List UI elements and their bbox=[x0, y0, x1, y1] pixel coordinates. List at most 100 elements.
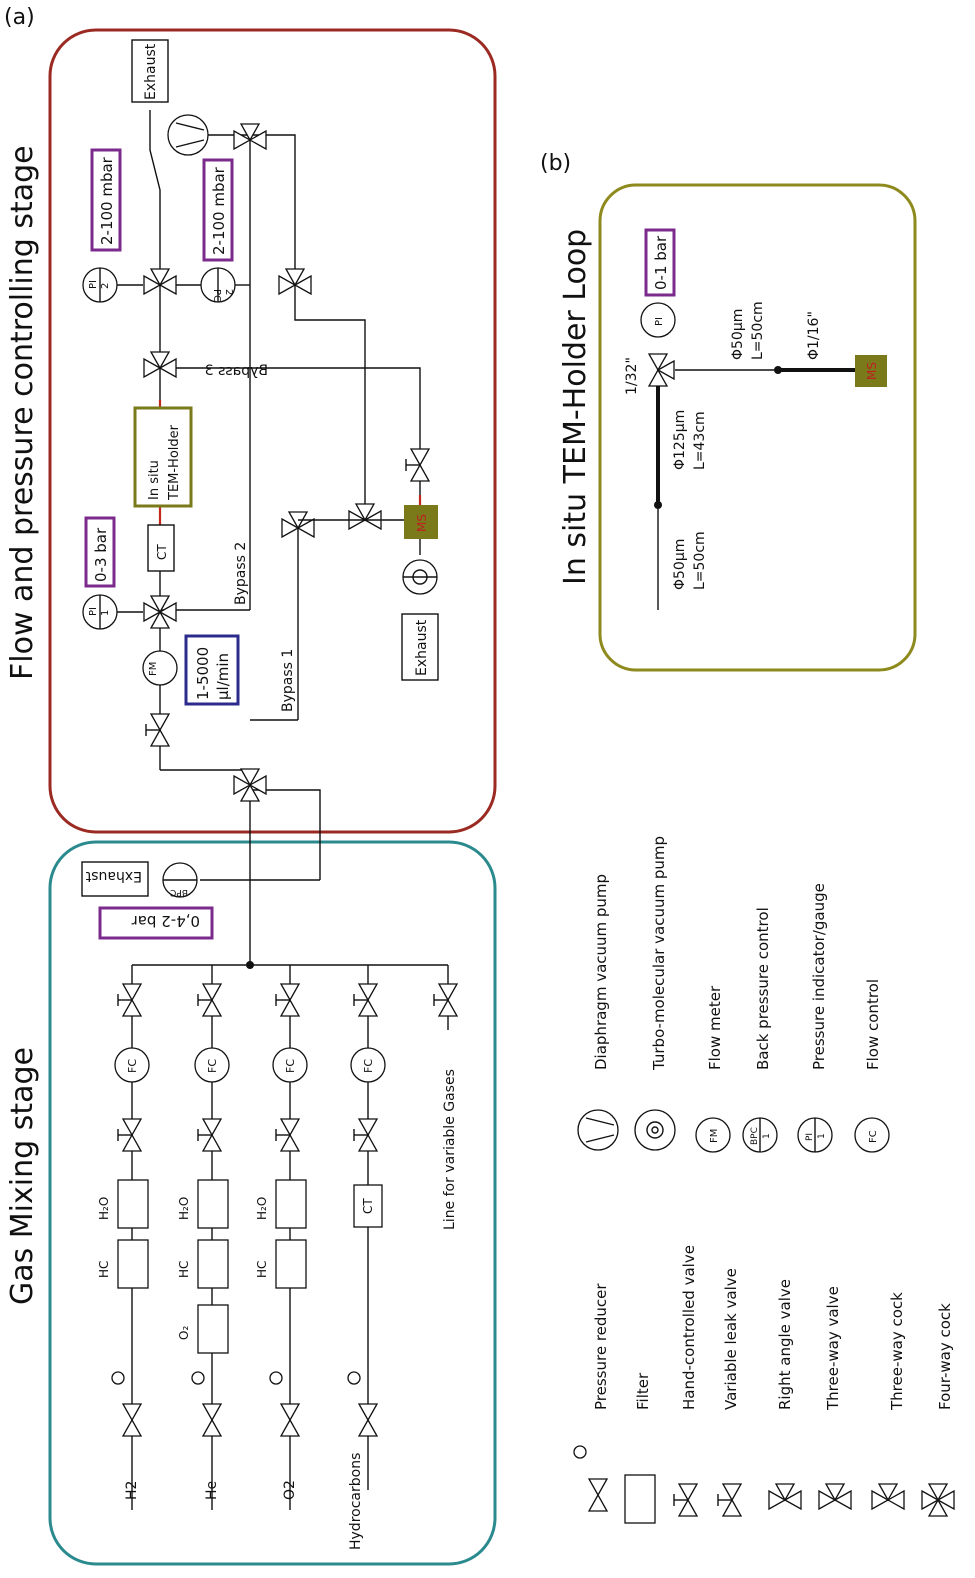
pressure-reducer-icon[interactable] bbox=[202, 1403, 222, 1437]
svg-text:Flow meter: Flow meter bbox=[706, 985, 724, 1070]
tem-loop-title: In situ TEM-Holder Loop bbox=[558, 229, 593, 585]
loop-pressure-indicator: PI bbox=[640, 302, 676, 338]
hand-valve-icon[interactable] bbox=[275, 1118, 300, 1152]
svg-text:PI: PI bbox=[654, 317, 665, 326]
svg-text:HC: HC bbox=[255, 1261, 269, 1278]
flow-pipes bbox=[149, 110, 422, 965]
hand-valve-icon[interactable] bbox=[353, 1118, 378, 1152]
panel-label-a: (a) bbox=[4, 5, 35, 30]
flow-pressure-frame bbox=[48, 28, 497, 834]
pressure-reducer-icon[interactable] bbox=[358, 1403, 378, 1437]
pressure-reducer-icon[interactable] bbox=[122, 1403, 142, 1437]
right-angle-valve-icon bbox=[768, 1483, 802, 1510]
svg-text:1-5000: 1-5000 bbox=[194, 647, 212, 700]
bypass-3-label: Bypass 3 bbox=[205, 363, 268, 379]
three-way-valve-icon bbox=[818, 1483, 852, 1510]
diaphragm-pump-icon bbox=[167, 114, 209, 156]
range-tag-bpc bbox=[98, 906, 214, 940]
filters bbox=[117, 1179, 383, 1354]
tem-holder-box bbox=[133, 406, 193, 508]
ms-box-loop bbox=[855, 355, 887, 387]
four-way-cock-icon[interactable] bbox=[233, 768, 267, 802]
svg-text:FC: FC bbox=[868, 1130, 879, 1143]
svg-text:H₂O: H₂O bbox=[177, 1197, 191, 1220]
pressure-indicator-2: PI 2 bbox=[82, 267, 118, 303]
svg-text:Flow control: Flow control bbox=[864, 979, 882, 1070]
variable-gas-line-label: Line for variable Gases bbox=[442, 1069, 458, 1230]
range-tag-fm bbox=[184, 634, 240, 706]
svg-text:Φ1/16": Φ1/16" bbox=[806, 311, 822, 360]
svg-text:CT: CT bbox=[361, 1198, 375, 1214]
svg-text:FC: FC bbox=[206, 1059, 219, 1073]
exhaust-box-bpc bbox=[81, 861, 149, 897]
exhaust-box-top bbox=[131, 39, 169, 103]
flow-control-3: FC bbox=[272, 1047, 308, 1083]
svg-text:µl/min: µl/min bbox=[214, 653, 232, 700]
svg-text:2-100 mbar: 2-100 mbar bbox=[98, 156, 116, 245]
pressure-controller-2: PC 2 bbox=[200, 267, 236, 303]
hand-valve-icon[interactable] bbox=[117, 983, 142, 1017]
tem-loop-frame bbox=[598, 183, 917, 672]
three-way-valve-icon[interactable] bbox=[348, 503, 382, 530]
pressure-indicator-1: PI 1 bbox=[82, 594, 118, 630]
turbo-pump-icon bbox=[402, 559, 438, 595]
panel-label-b: (b) bbox=[540, 151, 571, 176]
gas-label-he: He bbox=[204, 1481, 220, 1500]
flow-control-1: FC bbox=[114, 1047, 150, 1083]
flow-meter: FM bbox=[142, 650, 178, 686]
three-way-valve-icon[interactable] bbox=[648, 353, 675, 387]
svg-text:MS: MS bbox=[865, 362, 879, 380]
svg-text:Right angle valve: Right angle valve bbox=[776, 1279, 794, 1410]
svg-text:Exhaust: Exhaust bbox=[85, 868, 142, 884]
svg-text:FM: FM bbox=[709, 1129, 720, 1143]
svg-text:Φ125µm: Φ125µm bbox=[672, 410, 688, 470]
svg-text:Exhaust: Exhaust bbox=[414, 619, 430, 676]
four-way-cock-icon bbox=[921, 1483, 955, 1517]
hand-valve-icon[interactable] bbox=[117, 1118, 142, 1152]
gas-label-o2: O2 bbox=[282, 1480, 298, 1500]
svg-text:1: 1 bbox=[100, 610, 111, 616]
back-pressure-control: BPC bbox=[162, 862, 198, 898]
svg-text:2: 2 bbox=[100, 283, 111, 289]
svg-text:Three-way cock: Three-way cock bbox=[888, 1292, 906, 1411]
svg-text:Pressure reducer: Pressure reducer bbox=[592, 1283, 610, 1410]
variable-leak-valve-icon bbox=[717, 1483, 742, 1517]
hand-valve-icon[interactable] bbox=[197, 983, 222, 1017]
svg-text:H₂O: H₂O bbox=[255, 1197, 269, 1220]
hand-valve-icon[interactable] bbox=[353, 983, 378, 1017]
hand-valve-icon[interactable] bbox=[433, 983, 458, 1017]
svg-text:L=50cm: L=50cm bbox=[750, 301, 766, 360]
svg-text:PI: PI bbox=[805, 1133, 815, 1141]
hand-valve-icon[interactable] bbox=[145, 713, 170, 747]
flow-stage-title: Flow and pressure controlling stage bbox=[5, 145, 40, 680]
svg-text:Filter: Filter bbox=[634, 1372, 652, 1410]
variable-leak-valve-icon[interactable] bbox=[405, 448, 430, 482]
svg-text:1/32": 1/32" bbox=[624, 357, 640, 395]
svg-text:MS: MS bbox=[415, 514, 429, 532]
svg-text:FM: FM bbox=[148, 662, 159, 676]
svg-text:PC: PC bbox=[211, 289, 222, 302]
svg-text:Turbo-molecular vacuum pump: Turbo-molecular vacuum pump bbox=[650, 836, 668, 1071]
range-tag-pi1 bbox=[84, 516, 116, 588]
svg-text:2: 2 bbox=[223, 289, 234, 295]
hand-valve-icon[interactable] bbox=[197, 1118, 222, 1152]
svg-text:H₂O: H₂O bbox=[97, 1197, 111, 1220]
svg-text:BPC: BPC bbox=[750, 1127, 760, 1145]
hand-valve-icon[interactable] bbox=[275, 983, 300, 1017]
svg-text:O₂: O₂ bbox=[177, 1326, 191, 1340]
svg-text:Pressure indicator/gauge: Pressure indicator/gauge bbox=[810, 883, 828, 1070]
pressure-reducer-icon[interactable] bbox=[280, 1403, 300, 1437]
four-way-cock-icon[interactable] bbox=[143, 595, 177, 629]
svg-text:In situ: In situ bbox=[147, 460, 162, 500]
flow-control-icon: FC bbox=[854, 1117, 890, 1153]
turbo-pump-icon bbox=[634, 1109, 676, 1151]
range-tag-pc2 bbox=[202, 158, 234, 262]
hand-valve-icon bbox=[673, 1483, 698, 1517]
svg-text:Four-way cock: Four-way cock bbox=[936, 1303, 954, 1410]
svg-text:1: 1 bbox=[762, 1133, 772, 1139]
svg-text:L=43cm: L=43cm bbox=[692, 411, 708, 470]
bypass-2-label: Bypass 2 bbox=[233, 542, 249, 605]
svg-text:HC: HC bbox=[177, 1261, 191, 1278]
range-tag-pi2 bbox=[90, 148, 122, 252]
